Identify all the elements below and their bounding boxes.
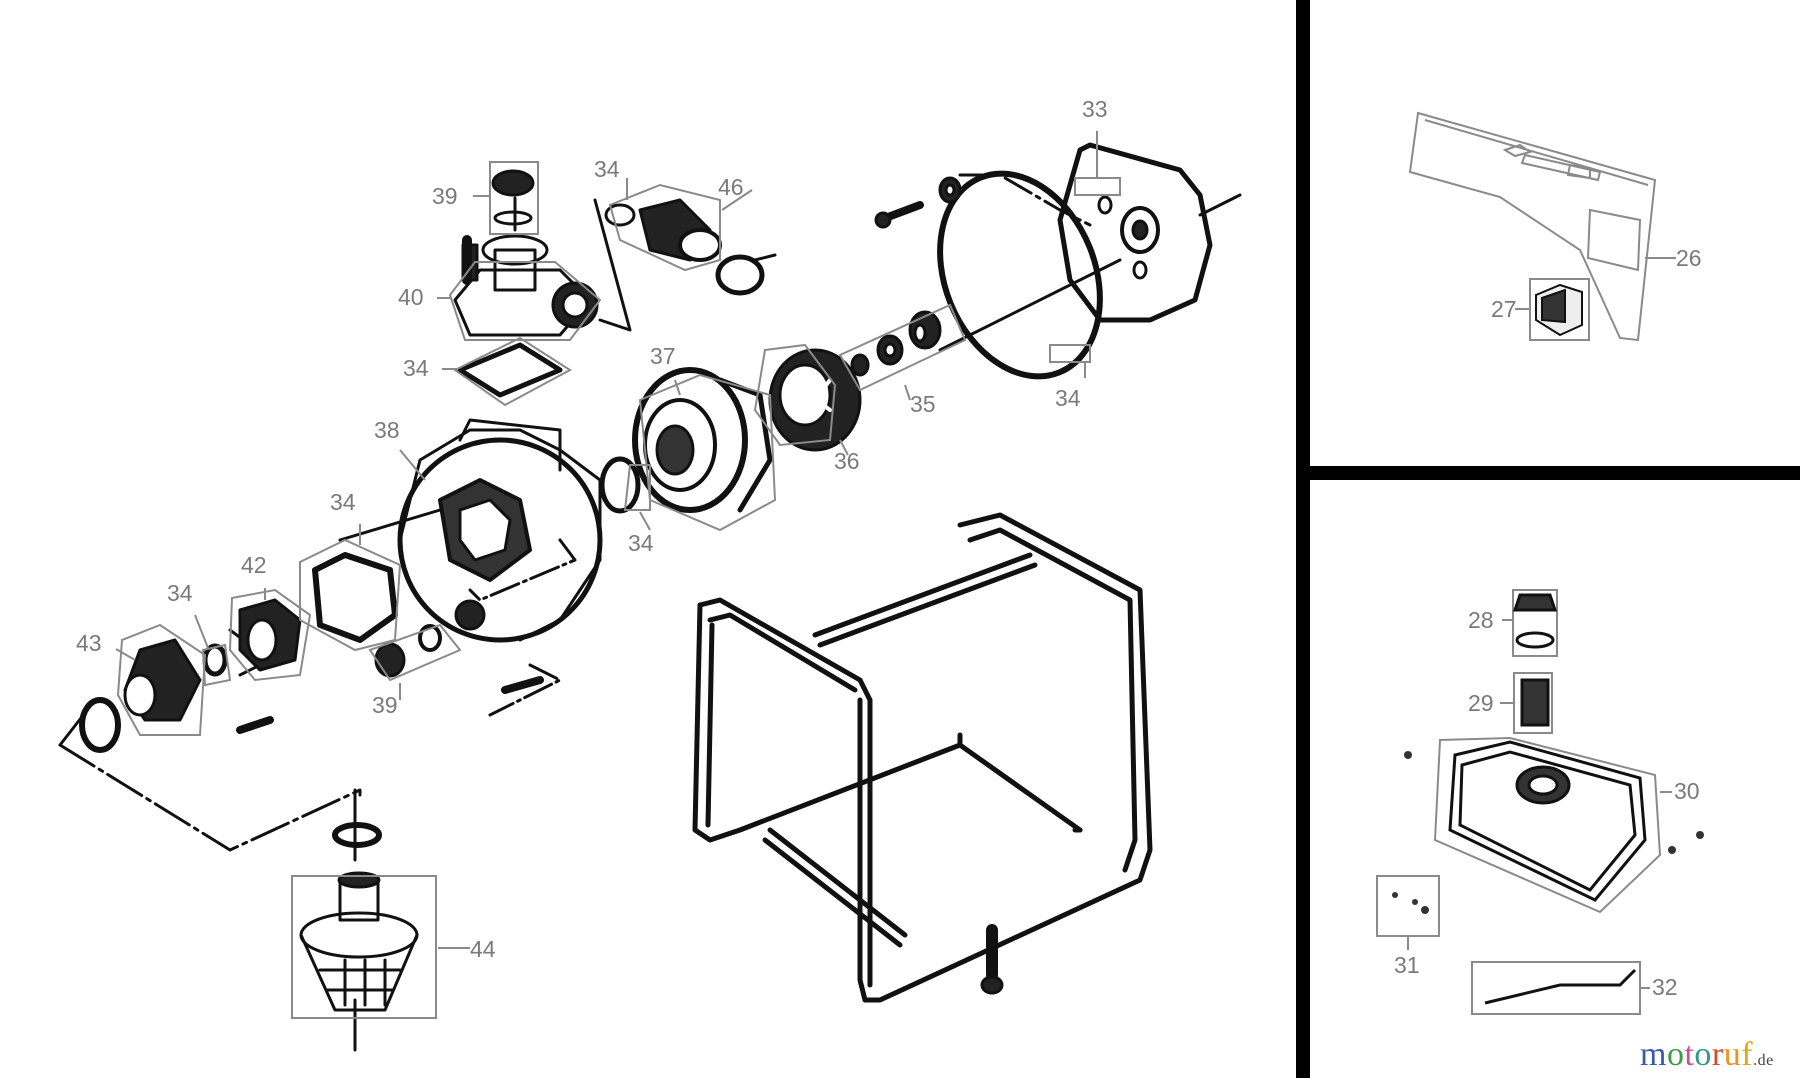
logo-letter-t: t: [1684, 1036, 1695, 1073]
part-label-44: 44: [470, 936, 496, 962]
part-label-34: 34: [403, 355, 429, 381]
part-label-26: 26: [1676, 245, 1702, 271]
part-label-35: 35: [910, 391, 936, 417]
part-label-43: 43: [76, 630, 102, 656]
logo-letter-m: m: [1640, 1036, 1667, 1073]
horizontal-divider: [1296, 466, 1800, 480]
part-label-46: 46: [718, 174, 744, 200]
part-label-27: 27: [1491, 296, 1517, 322]
part-label-37: 37: [650, 343, 676, 369]
part-label-28: 28: [1468, 607, 1494, 633]
part-label-34: 34: [594, 156, 620, 182]
part-label-29: 29: [1468, 690, 1494, 716]
part-label-36: 36: [834, 448, 860, 474]
part-label-38: 38: [374, 417, 400, 443]
logo-letter-o: o: [1666, 1036, 1685, 1073]
logo-letter-r: r: [1711, 1036, 1724, 1073]
vertical-divider: [1296, 0, 1310, 1078]
logo-letter-u: u: [1723, 1036, 1742, 1073]
part-label-39: 39: [372, 692, 398, 718]
motoruf-watermark-logo: motoruf.de: [1640, 1038, 1774, 1072]
logo-tld: .de: [1753, 1052, 1774, 1069]
logo-letter-o: o: [1694, 1036, 1712, 1073]
part-label-32: 32: [1652, 974, 1678, 1000]
part-label-34: 34: [330, 489, 356, 515]
part-label-31: 31: [1394, 952, 1420, 978]
part-label-34: 34: [167, 580, 193, 606]
part-label-34: 34: [628, 530, 654, 556]
logo-letter-f: f: [1741, 1036, 1754, 1073]
part-label-40: 40: [398, 284, 424, 310]
part-label-30: 30: [1674, 778, 1700, 804]
part-label-42: 42: [241, 552, 267, 578]
part-label-39: 39: [432, 183, 458, 209]
part-label-33: 33: [1082, 96, 1108, 122]
part-label-34: 34: [1055, 385, 1081, 411]
